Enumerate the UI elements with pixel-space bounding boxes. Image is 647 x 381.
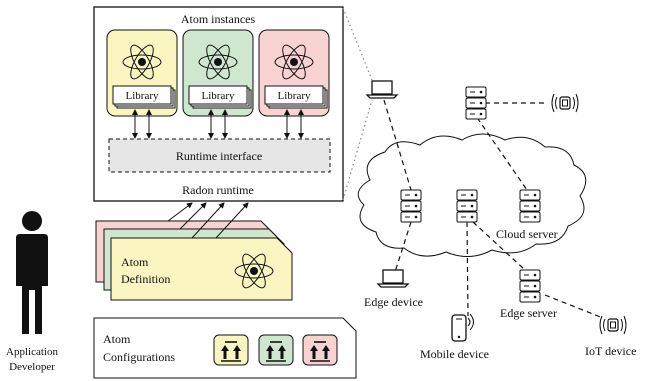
definition-to-runtime-arrows xyxy=(167,202,249,239)
iot-device-icon xyxy=(599,315,627,335)
runtime-interface-label: Runtime interface xyxy=(176,149,262,163)
atom-instances-title: Atom instances xyxy=(181,12,256,26)
server-icon xyxy=(465,86,487,120)
atom-configurations-label-line2: Configurations xyxy=(103,350,175,364)
developer-label-line2: Developer xyxy=(9,361,55,373)
developer-label-line1: Application xyxy=(6,346,58,358)
radon-runtime-label: Radon runtime xyxy=(182,183,254,197)
library-label: Library xyxy=(202,90,235,102)
atom-definition-stack: Atom Definition xyxy=(95,220,293,301)
laptop-icon xyxy=(366,80,398,99)
atom-configurations-label-line1: Atom xyxy=(103,332,131,346)
zoom-dotted-lines xyxy=(342,7,373,201)
instance-interface-arrows xyxy=(132,109,304,139)
network-links xyxy=(383,99,604,319)
atom-instance-2: Library xyxy=(182,29,254,117)
edge-server-label: Edge server xyxy=(500,306,557,320)
edge-device-icon xyxy=(377,269,409,288)
cloud-server-label: Cloud server xyxy=(496,227,558,241)
server-icon xyxy=(400,189,422,223)
atom-instance-1: Library xyxy=(106,29,178,117)
mobile-device-label: Mobile device xyxy=(420,347,489,361)
iot-device-icon xyxy=(551,93,579,113)
atom-definition-label-line2: Definition xyxy=(121,272,170,286)
library-label: Library xyxy=(126,90,159,102)
library-label: Library xyxy=(278,90,311,102)
edge-server-icon xyxy=(519,269,541,303)
config-box-yellow xyxy=(213,334,249,366)
developer-person-icon xyxy=(16,211,48,334)
server-icon xyxy=(456,189,478,223)
edge-device-label: Edge device xyxy=(364,295,423,309)
atom-configurations-card: Atom Configurations xyxy=(93,317,357,379)
runtime-interface-box xyxy=(108,138,331,173)
config-box-red xyxy=(302,334,338,366)
config-box-green xyxy=(258,334,294,366)
cloud-server-icon xyxy=(519,189,541,223)
iot-device-label: IoT device xyxy=(585,344,636,358)
mobile-device-icon xyxy=(451,313,474,342)
atom-definition-label-line1: Atom xyxy=(121,255,149,269)
atom-instance-3: Library xyxy=(258,29,330,117)
